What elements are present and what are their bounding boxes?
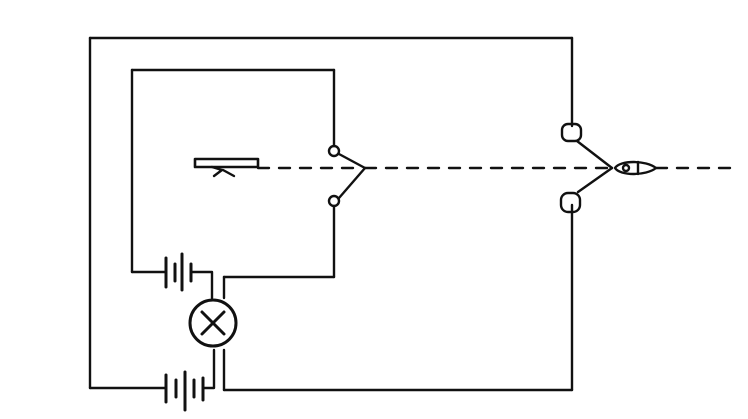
left-battery-upper <box>164 252 193 292</box>
lamp <box>188 298 238 348</box>
outer-loop-wire <box>88 36 574 392</box>
left-switch <box>327 144 367 208</box>
left-battery-lower <box>164 370 205 412</box>
left-relay-armature <box>193 157 260 178</box>
right-switch <box>559 122 614 214</box>
inner-loop-wire <box>130 68 336 300</box>
right-pivot-lever <box>613 160 658 176</box>
